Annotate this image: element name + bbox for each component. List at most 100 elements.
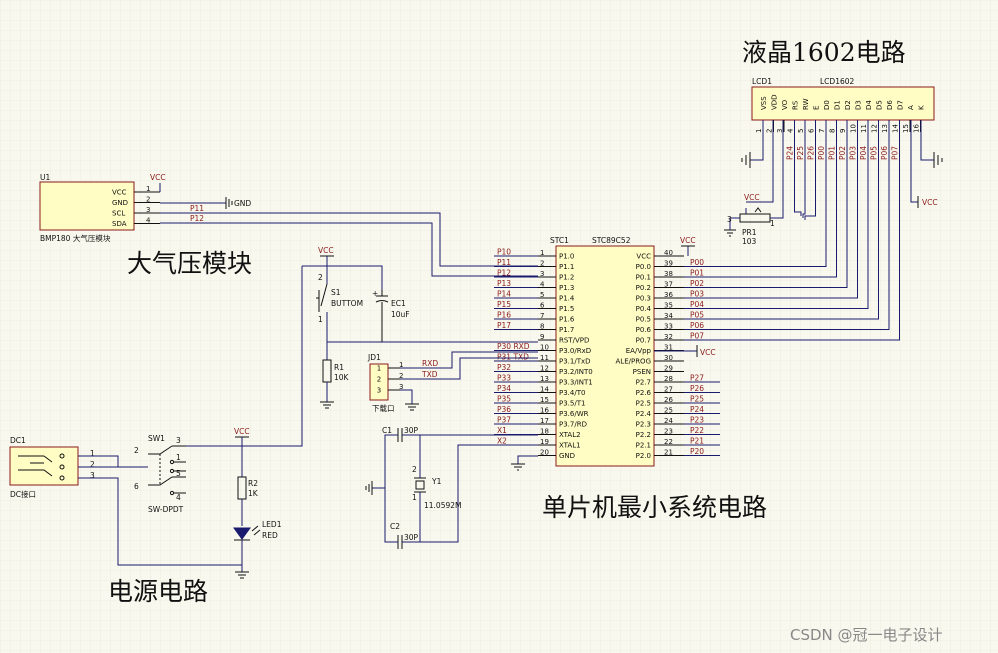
lcd-pin-number: 9: [839, 129, 847, 133]
reset-cap-ec1[interactable]: + EC1 10uF: [372, 289, 410, 342]
mcu-left-net-label: P14: [497, 290, 511, 299]
mcu-right-pin-name: VCC: [636, 253, 651, 261]
jd1-gnd-symbol: [405, 403, 419, 411]
reset-switch-s1[interactable]: 2 1 S1 BUTTOM: [316, 266, 363, 342]
mcu-right-pin-name: P0.4: [636, 305, 652, 313]
mcu-left-pin-number: 3: [540, 270, 544, 278]
bmp-scl-wire: [160, 212, 538, 267]
sw1-pin5: 5: [176, 469, 181, 478]
lcd-part: LCD1602: [820, 77, 855, 86]
pot-ref: PR1: [742, 228, 757, 237]
p0-bus-line: [720, 120, 848, 288]
mcu-left-net-label: P10: [497, 248, 511, 257]
dc1-pin3-wire: [78, 477, 242, 566]
jd1-gnd-wire: [400, 389, 413, 404]
mcu-right-pin-number: 21: [664, 449, 673, 457]
resistor-r2[interactable]: R2 1K: [237, 446, 259, 526]
r2-ref: R2: [248, 479, 258, 488]
mcu-left-net-label: P34: [497, 384, 511, 393]
mcu-right-pin-number: 33: [664, 323, 673, 331]
lcd-vss-ground-symbol: [741, 120, 764, 168]
bmp-net-label: P11: [190, 204, 204, 213]
reset-resistor-r1[interactable]: R1 10K: [320, 342, 350, 409]
mcu-left-net-label: P12: [497, 269, 511, 278]
led-ref: LED1: [262, 520, 282, 529]
bmp-vcc-label: VCC: [150, 173, 166, 182]
lcd-net-label: P07: [891, 146, 900, 160]
lcd-ctrl-line: [794, 120, 802, 216]
lcd-pin-name: D5: [876, 100, 884, 110]
dc1-pin1: 1: [90, 449, 95, 458]
mcu-right-net-label: P23: [690, 416, 704, 425]
mcu-left-pin-name: P1.7: [559, 326, 574, 334]
mcu-left-pin-name: P3.5/T1: [559, 400, 585, 408]
mcu-right-pin-name: P2.4: [636, 410, 652, 418]
lcd-net-label: P26: [807, 146, 816, 160]
mcu-right-pin-number: 23: [664, 428, 673, 436]
switch-sw1[interactable]: SW1 2 3 1 5 6 4 SW-DPDT: [134, 434, 186, 514]
jd1-pin-label: 2: [399, 372, 403, 380]
y1-pin2: 2: [412, 465, 417, 474]
s1-pin2: 2: [318, 273, 323, 282]
mcu-gnd-wire: [517, 455, 538, 464]
bmp-gnd-symbol: [225, 197, 233, 209]
jd1-ref: JD1: [367, 353, 381, 362]
lcd1602-component[interactable]: LCD1 LCD1602 VSS1VDD2VO3RS4RW5E6D07D18D2…: [751, 77, 935, 160]
lcd-pin-name: D3: [855, 100, 863, 110]
y1-ref: Y1: [431, 477, 442, 486]
mcu-right-pin-name: EA/Vpp: [626, 347, 652, 355]
p0-bus-line: [720, 120, 827, 267]
mcu-left-pin-number: 1: [540, 249, 544, 257]
mcu-right-pin-number: 35: [664, 302, 673, 310]
pot-pin1: 1: [770, 219, 775, 228]
watermark: CSDN @冠一电子设计: [790, 626, 943, 644]
mcu-left-pin-name: XTAL1: [559, 442, 581, 450]
mcu-right-net-label: P06: [690, 321, 704, 330]
mcu-left-pin-name: RST/VPD: [559, 337, 589, 345]
mcu-right-net-label: P03: [690, 290, 704, 299]
reset-vcc-label: VCC: [318, 246, 334, 255]
mcu-right-pin-name: P2.6: [636, 389, 652, 397]
mcu-right-pin-number: 32: [664, 333, 673, 341]
lcd-pin-name: VSS: [760, 96, 768, 110]
dc-jack-dc1[interactable]: DC1 DC接口 1 2 3: [9, 436, 95, 499]
mcu-left-net-label: P11: [497, 258, 511, 267]
lcd-pin-number: 4: [787, 128, 795, 133]
mcu-body: [555, 245, 655, 467]
mcu-left-pin-name: P3.7/RD: [559, 421, 587, 429]
bmp-ref: U1: [40, 173, 50, 182]
jd1-pin-label: 3: [399, 383, 403, 391]
mcu-left-pin-name: P1.1: [559, 263, 574, 271]
svg-text:+: +: [372, 289, 378, 298]
mcu-right-net-label: P01: [690, 269, 704, 278]
mcu-right-pin-name: P0.5: [636, 316, 651, 324]
jd1-label: 下载口: [372, 403, 395, 413]
dc1-pin2-wire: [78, 460, 148, 468]
mcu-right-pin-number: 37: [664, 281, 673, 289]
crystal-circuit[interactable]: C1 30P C2 30P Y1 11.0592M 2 1: [365, 426, 538, 549]
r2-value: 1K: [248, 489, 259, 498]
mcu-right-pin-number: 28: [664, 375, 673, 383]
mcu-left-pin-number: 17: [540, 417, 549, 425]
lcd-net-label: P05: [870, 146, 879, 160]
lcd-pin-name: D7: [897, 100, 905, 110]
mcu-right-pin-number: 34: [664, 312, 673, 320]
mcu-right-pin-name: P2.2: [636, 431, 651, 439]
bmp-pin-number: 2: [146, 196, 150, 204]
mcu-right-pin-number: 22: [664, 438, 673, 446]
pot-pr1-component[interactable]: 3 1 PR1 103: [724, 207, 784, 246]
mcu-right-pin-name: PSEN: [633, 368, 651, 376]
jd1-pin-number: 3: [377, 387, 381, 395]
jd1-txd-wire: [400, 357, 538, 380]
lcd-body: [751, 86, 935, 121]
lcd-vdd-wire: [746, 120, 774, 203]
mcu-left-pin-number: 6: [540, 302, 545, 310]
sw1-pin1: 1: [176, 453, 181, 462]
led-led1[interactable]: LED1 RED: [233, 520, 282, 579]
mcu-right-pin-number: 27: [664, 386, 673, 394]
r1-value: 10K: [334, 373, 350, 382]
lcd-net-label: P04: [859, 146, 868, 160]
mcu-right-pin-number: 26: [664, 396, 673, 404]
